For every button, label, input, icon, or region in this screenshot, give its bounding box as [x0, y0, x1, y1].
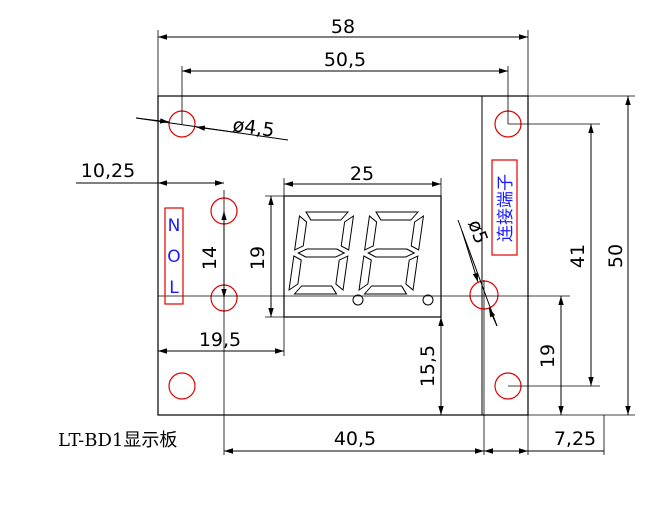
dim-40-5: 40,5 — [334, 428, 376, 450]
indicator-l: L — [169, 278, 179, 298]
dim-19-center: 19 — [537, 344, 559, 368]
mount-hole-bottom-left — [168, 372, 196, 400]
leader-arrow-2 — [195, 125, 241, 134]
dim-small-hole: ø5 — [463, 217, 492, 247]
dim-19-display: 19 — [247, 246, 269, 270]
indicator-n: N — [168, 216, 181, 236]
dim-58: 58 — [331, 16, 355, 38]
leader-arrow-1 — [135, 117, 170, 124]
dim-19-5: 19,5 — [199, 329, 241, 351]
dim-41: 41 — [567, 244, 589, 268]
dim-25: 25 — [350, 163, 374, 185]
seven-segment-digit-1 — [288, 211, 355, 295]
seven-segment-digit-2 — [358, 211, 425, 295]
indicator-box — [164, 207, 184, 305]
drawing-caption: LT-BD1显示板 — [58, 430, 177, 451]
board-outline — [157, 95, 529, 416]
decimal-point-1 — [352, 294, 364, 306]
connector-label-box — [491, 159, 518, 256]
leader-small-arrow-2 — [488, 307, 498, 327]
dim-7-25: 7,25 — [554, 428, 596, 450]
dim-10-25: 10,25 — [81, 160, 135, 182]
dim-50: 50 — [605, 244, 627, 268]
connector-label: 连接端子 — [496, 174, 516, 242]
decimal-point-2 — [422, 294, 434, 306]
dim-15-5: 15,5 — [417, 345, 439, 387]
dim-hole-diameter: ø4,5 — [231, 114, 275, 142]
dim-50-5: 50,5 — [324, 49, 366, 71]
dim-14: 14 — [199, 246, 221, 270]
indicator-o: O — [167, 247, 180, 267]
center-marks — [157, 30, 635, 455]
leader-small-arrow-1 — [461, 230, 479, 283]
display-module — [283, 195, 442, 318]
